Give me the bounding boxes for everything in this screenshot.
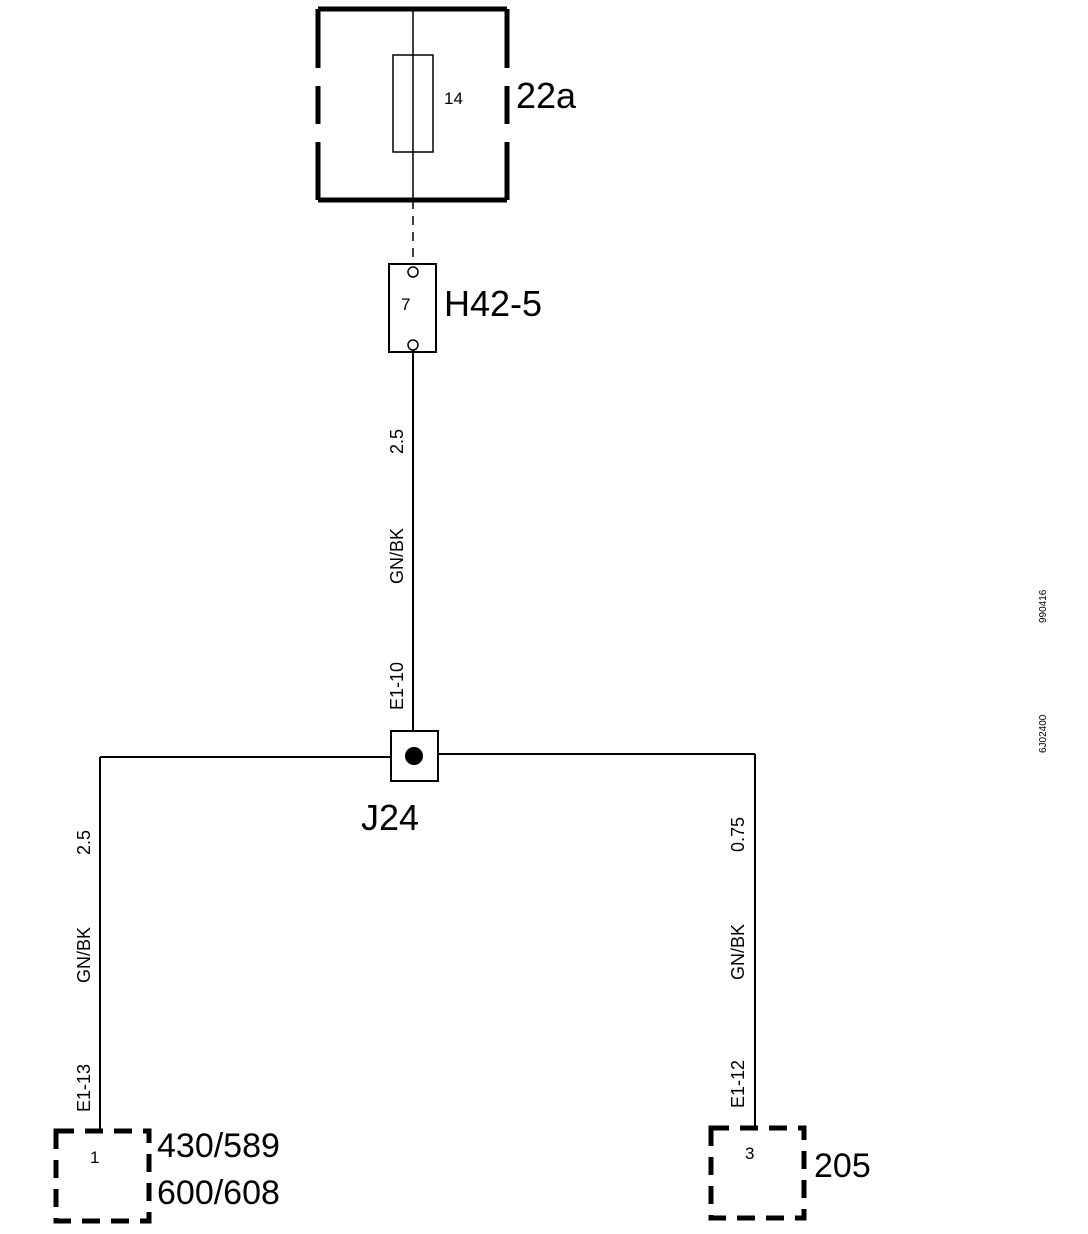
component-right-label: 205 [814, 1147, 871, 1185]
component-right [708, 1125, 807, 1221]
junction-dot [405, 747, 423, 765]
wire-left-color: GN/BK [74, 927, 94, 983]
junction-label: J24 [361, 797, 419, 838]
connector-pin-top [407, 266, 419, 278]
wire-top-pin: E1-10 [387, 662, 407, 710]
connector-pin-bottom [407, 339, 419, 351]
wire-top-color: GN/BK [387, 528, 407, 584]
fuse-number: 14 [444, 89, 463, 108]
side-code-b: 6J02400 [1038, 714, 1049, 753]
wire-left-pin: E1-13 [74, 1064, 94, 1112]
component-left [53, 1128, 152, 1224]
wire-right-color: GN/BK [728, 924, 748, 980]
connector-pin-number: 7 [401, 295, 410, 314]
fuse-box-label: 22a [516, 75, 577, 116]
wire-left-size: 2.5 [74, 830, 94, 855]
wire-right-pin: E1-12 [728, 1060, 748, 1108]
side-code-a: 990416 [1038, 589, 1049, 623]
component-right-pin: 3 [745, 1144, 754, 1163]
component-left-label-1: 430/589 [157, 1127, 280, 1165]
connector-label: H42-5 [444, 283, 542, 324]
wire-top-size: 2.5 [387, 429, 407, 454]
component-left-label-2: 600/608 [157, 1174, 280, 1212]
wire-right-size: 0.75 [728, 817, 748, 852]
component-left-pin: 1 [90, 1148, 99, 1167]
